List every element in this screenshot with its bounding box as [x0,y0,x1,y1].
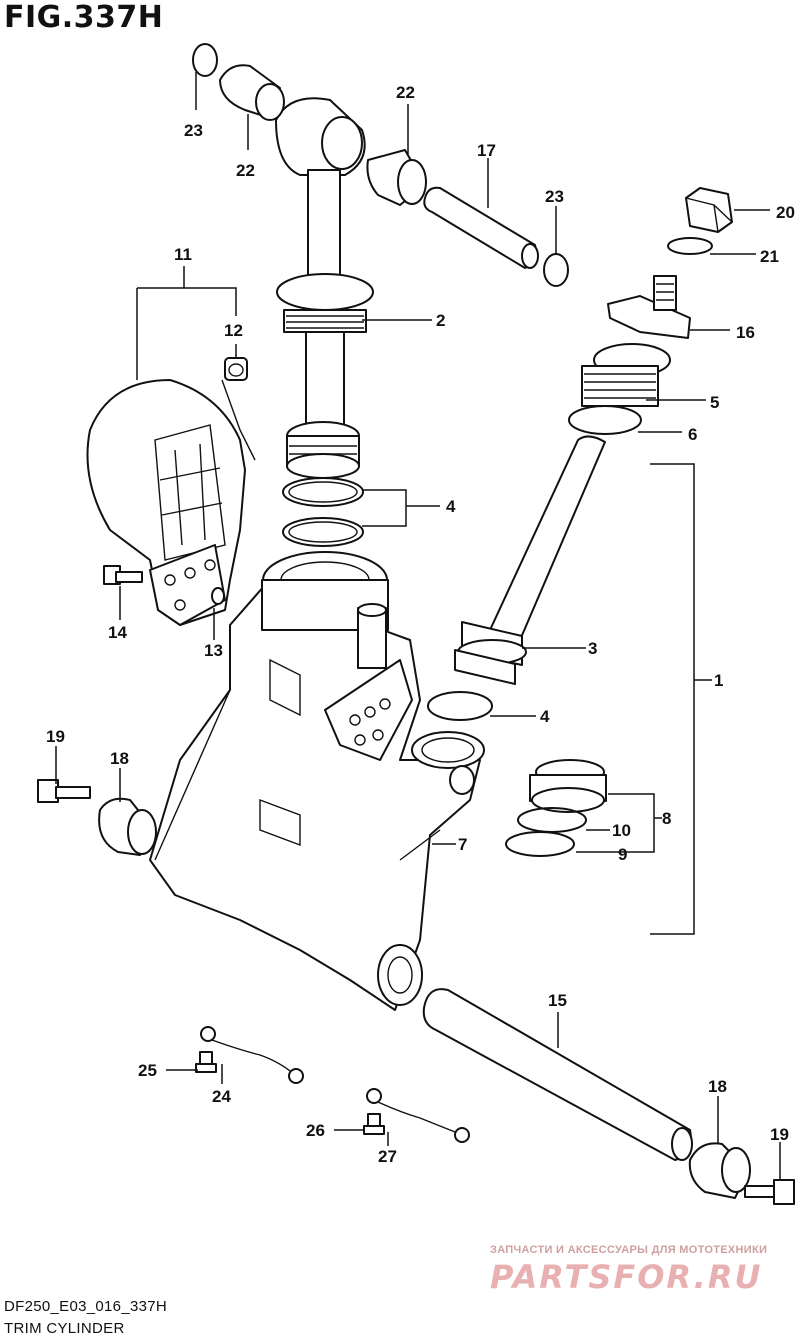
bracket-part[interactable] [86,379,246,626]
callout-17: 17 [477,141,496,160]
watermark-caption: ЗАПЧАСТИ И АКСЕССУАРЫ ДЛЯ МОТОТЕХНИКИ [490,1244,768,1256]
callout-25: 25 [138,1061,157,1080]
o-ring-9-part[interactable] [505,831,575,857]
callout-22a: 22 [236,161,255,180]
callout-20: 20 [776,203,795,222]
callout-6: 6 [688,425,697,444]
callout-4b: 4 [540,707,550,726]
callout-11: 11 [174,245,192,264]
callout-7: 7 [458,835,467,854]
callout-4a: 4 [446,497,456,516]
callout-14: 14 [108,623,127,642]
circlip-23-left-part[interactable] [192,43,218,77]
figure-title: FIG.337H [4,0,164,35]
callout-23a: 23 [184,121,203,140]
callout-10: 10 [612,821,631,840]
cap-5-part[interactable] [581,343,671,407]
o-ring-pair-part[interactable] [282,477,364,547]
bushing-22-left-part[interactable] [219,64,285,121]
callout-9: 9 [618,845,627,864]
callout-22b: 22 [396,83,415,102]
leader-lines [55,72,781,1180]
figure-name: TRIM CYLINDER [4,1320,125,1337]
figure-code: DF250_E03_016_337H [4,1298,168,1315]
bolt-19-left-part[interactable] [37,779,91,803]
callout-8: 8 [662,809,671,828]
ground-wire-27-part[interactable] [366,1088,470,1143]
callout-21: 21 [760,247,779,266]
callout-13: 13 [204,641,223,660]
piston-rod-3-part[interactable] [454,435,606,685]
callout-26: 26 [306,1121,325,1140]
callout-27: 27 [378,1147,397,1166]
watermark-brand: PARTSFOR.RU [490,1258,763,1296]
callout-23b: 23 [545,187,564,206]
callout-19b: 19 [770,1125,789,1144]
cap-16-part[interactable] [607,275,691,339]
callout-3: 3 [588,639,597,658]
bolt-14-part[interactable] [103,565,143,585]
nut-20-part[interactable] [685,187,733,233]
bolt-26-part[interactable] [363,1113,385,1135]
callout-16: 16 [736,323,755,342]
piston-rod-part[interactable] [275,97,374,443]
bolt-25-part[interactable] [195,1051,217,1073]
valve-8-part[interactable] [529,759,607,813]
upper-piston-part[interactable] [286,421,360,479]
bushing-18-right-part[interactable] [688,1142,751,1199]
callout-15: 15 [548,991,567,1010]
callout-18a: 18 [110,749,129,768]
pin-15-part[interactable] [422,988,693,1161]
callout-12: 12 [224,321,243,340]
ring-13-part[interactable] [211,587,225,605]
bushing-12-part[interactable] [224,357,248,381]
pin-17-part[interactable] [423,186,539,269]
callout-1: 1 [714,671,723,690]
callout-2: 2 [436,311,445,330]
circlip-23-right-part[interactable] [543,253,569,287]
callout-5: 5 [710,393,719,412]
washer-21-part[interactable] [667,237,713,255]
callout-19a: 19 [46,727,65,746]
o-ring-6-part[interactable] [568,405,642,435]
callout-24: 24 [212,1087,231,1106]
callout-18b: 18 [708,1077,727,1096]
bolt-19-right-part[interactable] [744,1179,795,1205]
bushing-18-left-part[interactable] [98,797,157,856]
ground-wire-24-part[interactable] [200,1026,304,1084]
cylinder-body-part[interactable] [149,551,485,1011]
bushing-22-right-part[interactable] [366,149,427,206]
o-ring-4-lower-part[interactable] [427,691,493,721]
